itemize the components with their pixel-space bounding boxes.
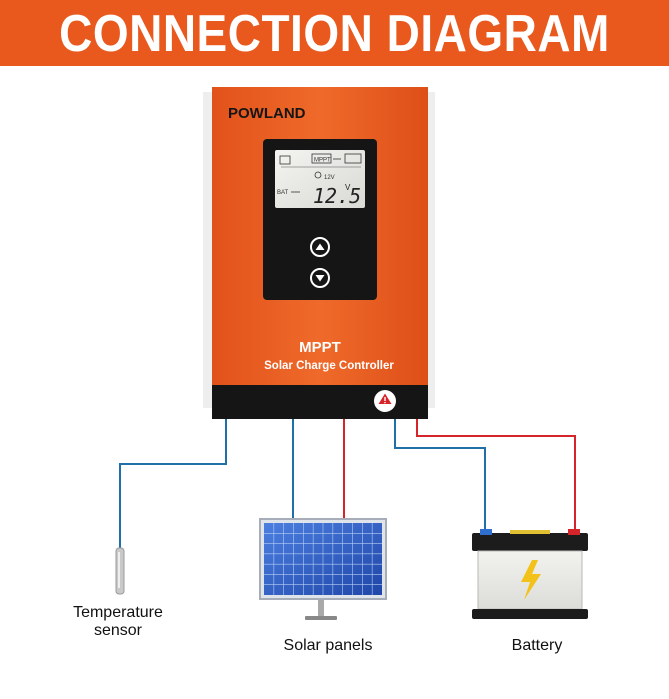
lcd-screen [275, 150, 365, 208]
solar-panels-label: Solar panels [283, 637, 373, 654]
battery [472, 529, 588, 619]
charge-controller: POWLAND MPPT 12V BAT 12.5 V [212, 87, 428, 419]
panel-stand-base [305, 616, 337, 620]
battery-status-icon [344, 153, 362, 164]
title-banner: CONNECTION DIAGRAM [0, 0, 669, 66]
solar-panel [259, 518, 387, 620]
lightning-icon [521, 560, 541, 600]
warning-label [374, 390, 396, 412]
voltage-reading: 12.5 [313, 184, 361, 208]
down-button[interactable] [310, 268, 330, 288]
battery-positive-wire [416, 419, 576, 535]
panel-stand [318, 600, 324, 620]
wiring [119, 419, 576, 548]
negative-terminal [480, 529, 492, 535]
solar-status-icon [279, 155, 291, 165]
product-description: Solar Charge Controller [264, 360, 394, 372]
lcd-display: MPPT 12V BAT 12.5 V [275, 150, 365, 208]
mode-badge-frame [311, 153, 332, 164]
battery-label: BAT [277, 190, 289, 196]
bulb-icon [314, 171, 322, 179]
temperature-sensor-label: Temperature sensor [73, 604, 163, 639]
brand-logo: POWLAND [228, 105, 306, 122]
battery-base [472, 609, 588, 619]
model-name: MPPT [299, 339, 341, 356]
battery-vents [510, 530, 550, 534]
temperature-sensor-wire [119, 419, 227, 548]
diagram-title: CONNECTION DIAGRAM [59, 3, 610, 63]
battery-lid [472, 533, 588, 551]
temperature-sensor [115, 547, 125, 595]
battery-label-caption: Battery [511, 637, 563, 654]
down-arrow-icon [315, 275, 325, 282]
panel-grid [264, 523, 382, 595]
mode-badge: MPPT [314, 158, 331, 164]
battery-negative-wire [394, 419, 486, 535]
positive-terminal [568, 529, 580, 535]
voltage-unit: V [345, 183, 351, 192]
connection-diagram: POWLAND MPPT 12V BAT 12.5 V [115, 87, 588, 620]
up-arrow-icon [315, 243, 325, 250]
system-voltage: 12V [324, 175, 335, 181]
up-button[interactable] [310, 237, 330, 257]
